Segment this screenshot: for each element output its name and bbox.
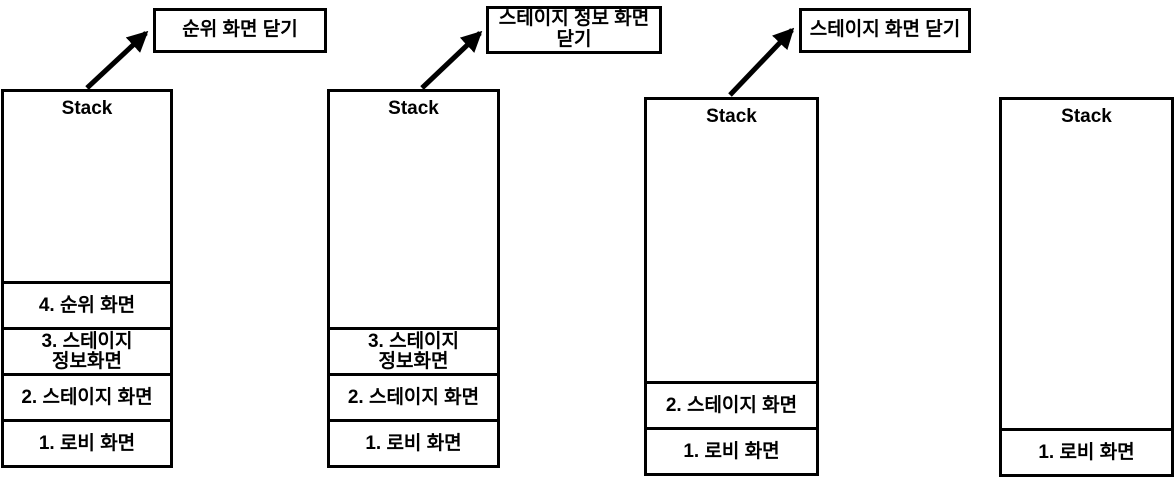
stack-cell-lobby-screen: 1. 로비 화면 [647, 427, 816, 473]
stack-box-3: Stack 2. 스테이지 화면 1. 로비 화면 [644, 97, 819, 476]
stack-cell-stage-screen: 2. 스테이지 화면 [330, 373, 497, 419]
arrow-pop-rank-screen [85, 30, 149, 90]
callout-close-stage-screen: 스테이지 화면 닫기 [799, 8, 971, 53]
callout-close-rank-screen-label: 순위 화면 닫기 [182, 19, 298, 41]
stack-box-4: Stack 1. 로비 화면 [999, 97, 1174, 477]
stack-cell-stage-screen: 2. 스테이지 화면 [4, 373, 170, 419]
callout-close-stage-info-screen: 스테이지 정보 화면 닫기 [486, 6, 662, 54]
stack-cell-lobby-screen: 1. 로비 화면 [1002, 428, 1171, 474]
callout-close-stage-info-screen-label: 스테이지 정보 화면 닫기 [498, 8, 650, 50]
arrow-pop-stage-screen [728, 27, 795, 97]
stack-empty-space [647, 128, 816, 381]
stack-box-2: Stack 3. 스테이지 정보화면 2. 스테이지 화면 1. 로비 화면 [327, 89, 500, 468]
stack-cell-stage-screen: 2. 스테이지 화면 [647, 381, 816, 427]
stack-cell-rank-screen: 4. 순위 화면 [4, 281, 170, 327]
stack-cell-stage-info-screen: 3. 스테이지 정보화면 [330, 327, 497, 373]
stack-cell-lobby-screen: 1. 로비 화면 [4, 419, 170, 465]
stack-cell-lobby-screen: 1. 로비 화면 [330, 419, 497, 465]
stack-empty-space [4, 120, 170, 281]
arrow-pop-stage-info-screen [420, 30, 483, 90]
stack-cell-stage-info-screen: 3. 스테이지 정보화면 [4, 327, 170, 373]
stack-title: Stack [706, 106, 757, 127]
stack-empty-space [330, 120, 497, 327]
stack-empty-space [1002, 128, 1171, 428]
callout-close-rank-screen: 순위 화면 닫기 [153, 8, 327, 53]
stack-title: Stack [388, 98, 439, 119]
stack-title: Stack [1061, 106, 1112, 127]
stack-title: Stack [61, 98, 113, 119]
stack-box-1: Stack 4. 순위 화면 3. 스테이지 정보화면 2. 스테이지 화면 1… [1, 89, 173, 468]
callout-close-stage-screen-label: 스테이지 화면 닫기 [809, 19, 961, 41]
